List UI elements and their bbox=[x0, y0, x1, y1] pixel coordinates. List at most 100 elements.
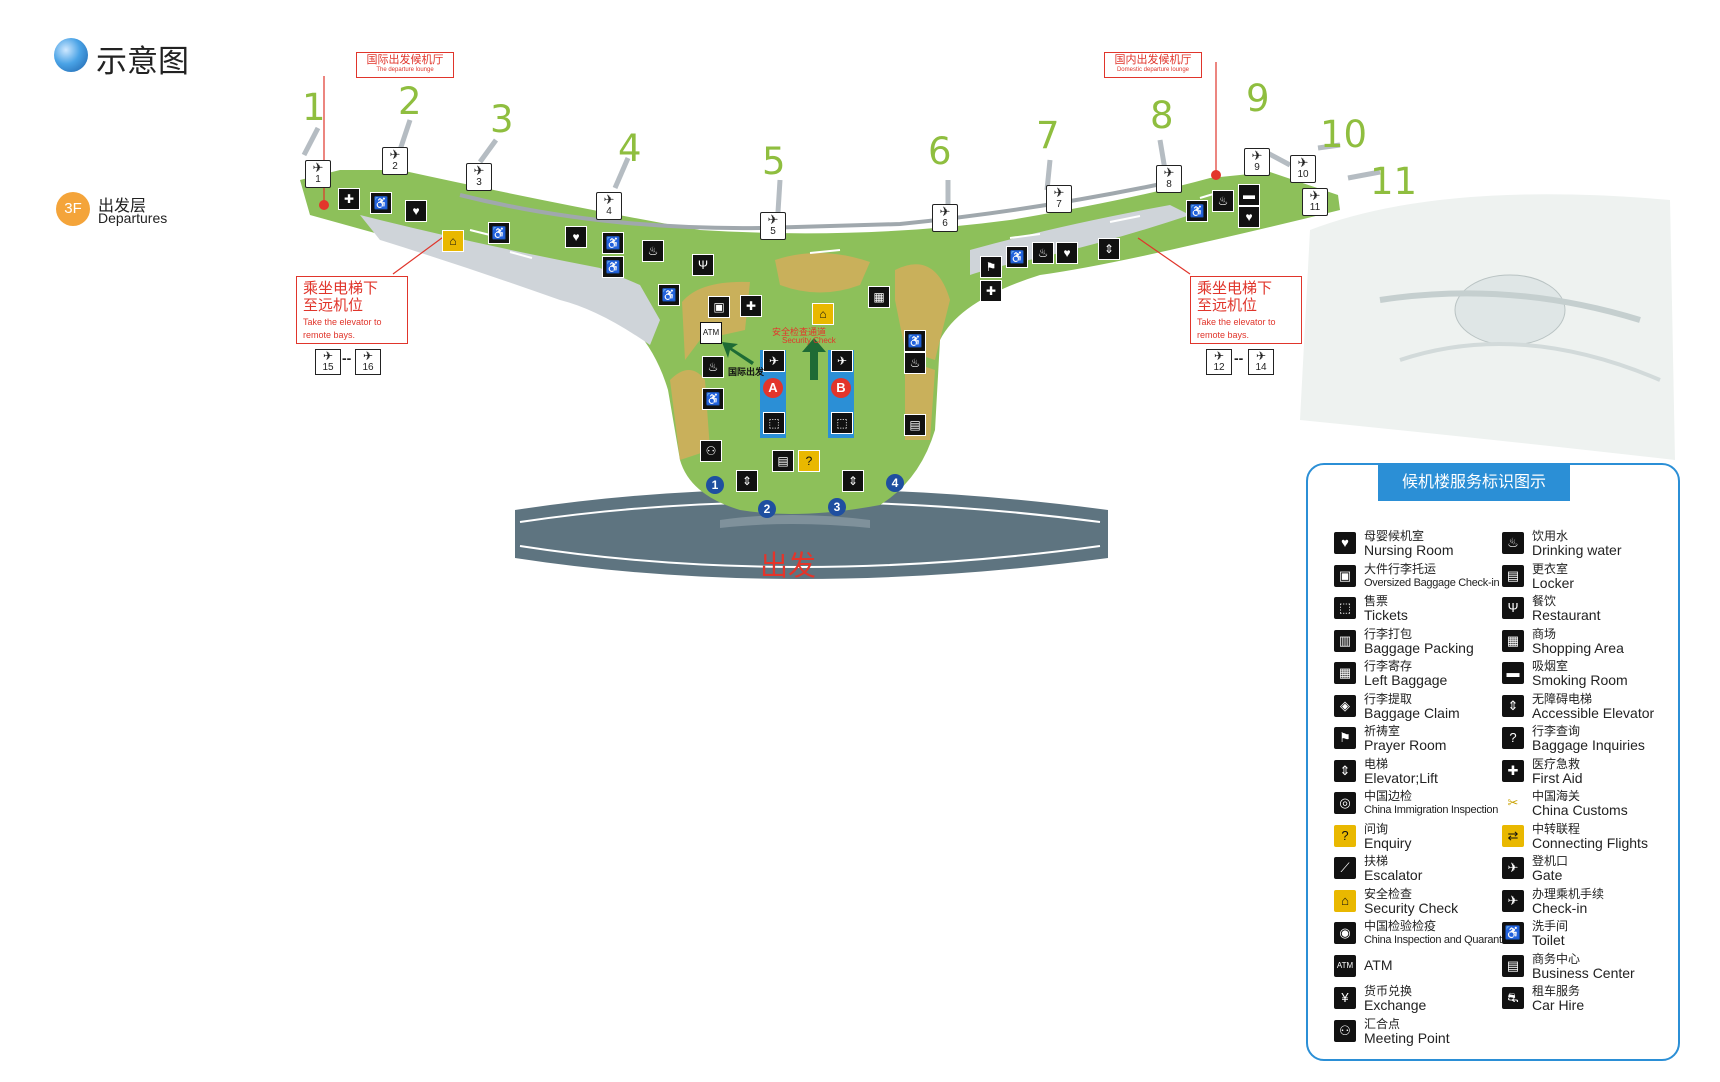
gate-sign-8[interactable]: ✈8 bbox=[1156, 165, 1182, 193]
drinking-water-icon[interactable]: ♨ bbox=[904, 352, 926, 374]
drinking-water-icon[interactable]: ♨ bbox=[702, 356, 724, 378]
first-aid-icon[interactable]: ✚ bbox=[740, 295, 762, 317]
remote-gate-15[interactable]: ✈15 bbox=[315, 349, 341, 375]
business-center-icon[interactable]: ▤ bbox=[772, 450, 794, 472]
drinking-water-icon[interactable]: ♨ bbox=[642, 240, 664, 262]
legend-label-cn: 无障碍电梯 bbox=[1532, 691, 1593, 706]
entrance-4[interactable]: 4 bbox=[886, 474, 904, 492]
first-aid-icon[interactable]: ✚ bbox=[338, 188, 360, 210]
security-check-icon[interactable]: ⌂ bbox=[812, 303, 834, 325]
plane-icon: ✈ bbox=[322, 349, 334, 363]
oversized-baggage-icon: ▣ bbox=[1334, 564, 1356, 587]
elevator-note-left: 乘坐电梯下 至远机位 Take the elevator to remote b… bbox=[296, 276, 408, 344]
remote-gate-12[interactable]: ✈12 bbox=[1206, 349, 1232, 375]
toilet-icon[interactable]: ♿ bbox=[488, 222, 510, 244]
entrance-1[interactable]: 1 bbox=[706, 476, 724, 494]
gate-number-7: 7 bbox=[1036, 114, 1060, 157]
legend-label-cn: 安全检查 bbox=[1364, 886, 1413, 901]
oversized-baggage-icon[interactable]: ▣ bbox=[708, 296, 730, 318]
prayer-room-icon[interactable]: ⚑ bbox=[980, 256, 1002, 278]
meeting-point-icon: ⚇ bbox=[1334, 1019, 1356, 1042]
atm-icon[interactable]: ATM bbox=[700, 322, 722, 344]
meeting-point-icon[interactable]: ⚇ bbox=[700, 440, 722, 462]
security-check-icon[interactable]: ⌂ bbox=[442, 230, 464, 252]
zone-b-badge: B bbox=[831, 378, 851, 398]
legend-label-cn: 中转联程 bbox=[1532, 821, 1581, 836]
nursing-room-icon[interactable]: ♥ bbox=[1056, 242, 1078, 264]
left-baggage-icon: ▦ bbox=[1334, 662, 1356, 684]
gate-sign-11[interactable]: ✈11 bbox=[1302, 188, 1328, 216]
gate-sign-1[interactable]: ✈1 bbox=[305, 160, 331, 188]
intl-departure-label: 国际出发 bbox=[728, 368, 765, 378]
shopping-icon[interactable]: ▦ bbox=[868, 286, 890, 308]
remote-gate-14[interactable]: ✈14 bbox=[1248, 349, 1274, 375]
prayer-room-icon: ⚑ bbox=[1334, 727, 1356, 749]
smoking-room-icon[interactable]: ▬ bbox=[1238, 184, 1260, 206]
tickets-icon: ⬚ bbox=[1334, 597, 1356, 619]
gate-number-3: 3 bbox=[490, 98, 514, 141]
gate-sign-7[interactable]: ✈7 bbox=[1046, 185, 1072, 213]
remote-gate-16[interactable]: ✈16 bbox=[355, 349, 381, 375]
plane-icon: ✈ bbox=[1163, 165, 1175, 180]
drinking-water-icon[interactable]: ♨ bbox=[1212, 190, 1234, 212]
gate-number-1: 1 bbox=[302, 86, 326, 129]
immigration-icon: ◎ bbox=[1334, 792, 1356, 814]
toilet-icon[interactable]: ♿ bbox=[370, 192, 392, 214]
entrance-3[interactable]: 3 bbox=[828, 498, 846, 516]
toilet-icon[interactable]: ♿ bbox=[602, 256, 624, 278]
gate-sign-4[interactable]: ✈4 bbox=[596, 192, 622, 220]
tickets-icon[interactable]: ⬚ bbox=[831, 412, 853, 434]
gate-sign-10[interactable]: ✈10 bbox=[1290, 155, 1316, 183]
legend-label-en: Smoking Room bbox=[1532, 672, 1628, 688]
toilet-icon[interactable]: ♿ bbox=[602, 232, 624, 254]
elevator-icon[interactable]: ⇕ bbox=[842, 470, 864, 492]
gate-sign-3[interactable]: ✈3 bbox=[466, 163, 492, 191]
legend-label-cn: 行李查询 bbox=[1532, 724, 1581, 738]
gate-sign-5[interactable]: ✈5 bbox=[760, 212, 786, 240]
plane-icon: ✈ bbox=[389, 147, 401, 162]
toilet-icon[interactable]: ♿ bbox=[658, 284, 680, 306]
check-in-icon[interactable]: ✈ bbox=[763, 350, 785, 372]
intl-lounge-marker bbox=[319, 200, 329, 210]
first-aid-icon[interactable]: ✚ bbox=[980, 280, 1002, 302]
toilet-icon[interactable]: ♿ bbox=[702, 388, 724, 410]
toilet-icon[interactable]: ♿ bbox=[904, 330, 926, 352]
toilet-icon[interactable]: ♿ bbox=[1006, 246, 1028, 268]
drinking-water-icon[interactable]: ♨ bbox=[1032, 242, 1054, 264]
accessible-elevator-icon[interactable]: ⇕ bbox=[1098, 238, 1120, 260]
legend-label-cn: 大件行李托运 bbox=[1364, 561, 1437, 576]
nursing-room-icon[interactable]: ♥ bbox=[1238, 206, 1260, 228]
page-title: 示意图 bbox=[96, 44, 189, 80]
nursing-room-icon[interactable]: ♥ bbox=[565, 226, 587, 248]
gate-sign-9[interactable]: ✈9 bbox=[1244, 148, 1270, 176]
gate-sign-2[interactable]: ✈2 bbox=[382, 147, 408, 175]
tickets-icon[interactable]: ⬚ bbox=[763, 412, 785, 434]
plane-icon: ✈ bbox=[362, 349, 374, 363]
restaurant-icon: Ψ bbox=[1502, 597, 1524, 619]
check-in-icon[interactable]: ✈ bbox=[831, 350, 853, 372]
elevator-icon[interactable]: ⇕ bbox=[736, 470, 758, 492]
legend-label-en: Baggage Inquiries bbox=[1532, 737, 1645, 753]
entrance-2[interactable]: 2 bbox=[758, 500, 776, 518]
locker-icon[interactable]: ▤ bbox=[904, 414, 926, 436]
nursing-room-icon[interactable]: ♥ bbox=[405, 200, 427, 222]
legend-label-cn: 行李打包 bbox=[1364, 626, 1413, 641]
enquiry-icon[interactable]: ? bbox=[798, 450, 820, 472]
legend-label-en: Security Check bbox=[1364, 899, 1459, 916]
restaurant-icon[interactable]: Ψ bbox=[692, 254, 714, 276]
legend-label-en: Oversized Baggage Check-in bbox=[1364, 576, 1500, 589]
legend-label-en: Connecting Flights bbox=[1532, 834, 1648, 851]
toilet-icon[interactable]: ♿ bbox=[1186, 200, 1208, 222]
gate-number-2: 2 bbox=[398, 80, 422, 123]
gate-sign-6[interactable]: ✈6 bbox=[932, 204, 958, 232]
legend-label-en: First Aid bbox=[1532, 769, 1583, 786]
